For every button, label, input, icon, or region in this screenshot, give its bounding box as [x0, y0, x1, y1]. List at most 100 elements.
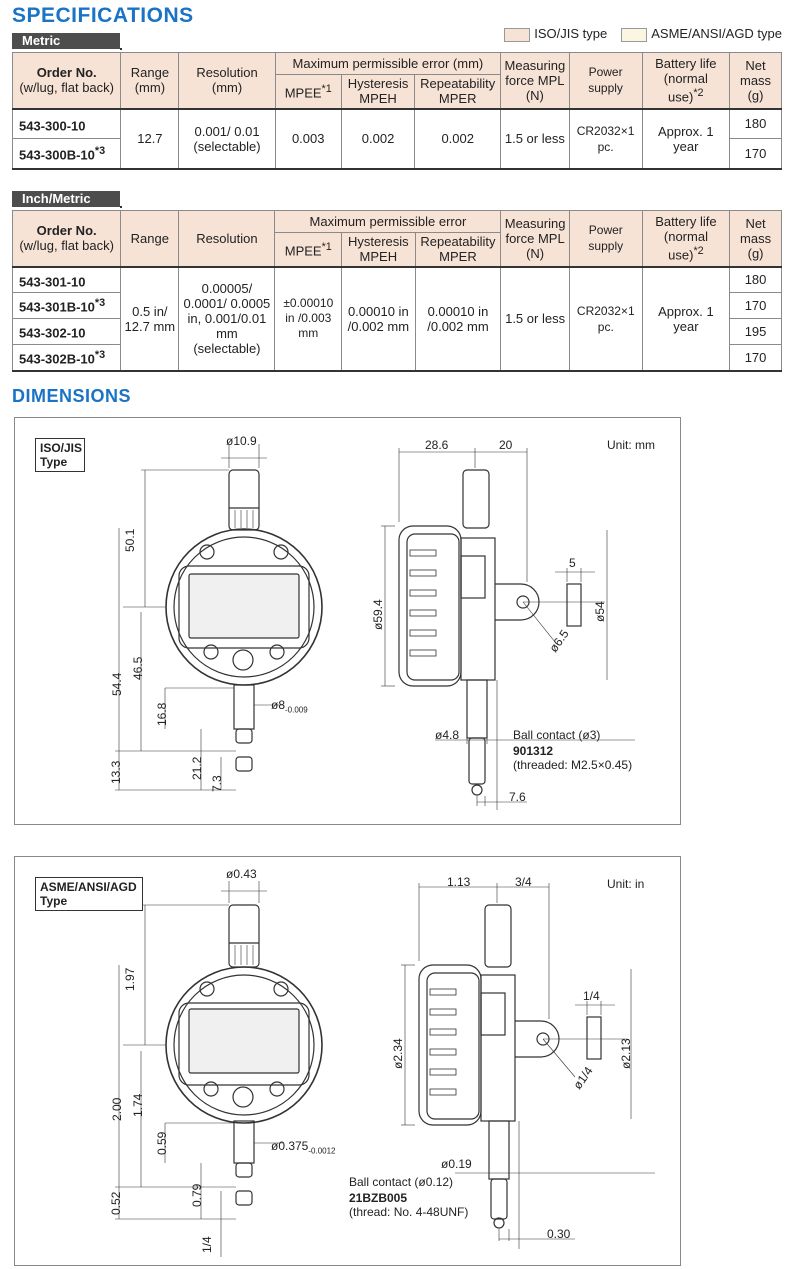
- mass-value: 180: [729, 107, 782, 139]
- dim-label: 3/4: [515, 875, 532, 889]
- dim-label: 1.97: [123, 967, 137, 991]
- order-no: 543-300-10: [11, 107, 122, 139]
- power-value: CR2032×1 pc.: [568, 265, 643, 371]
- hyst-value: 0.00010 in /0.002 mm: [341, 265, 416, 371]
- hdr-force: Measuring force MPL (N): [500, 52, 570, 109]
- metric-spec-table: Order No.(w/lug, flat back) Range(mm) Re…: [11, 52, 782, 170]
- dim-label: 1.74: [131, 1093, 145, 1117]
- hdr-power: Power supply: [568, 52, 643, 109]
- hdr-mpee: MPEE*1: [274, 232, 343, 267]
- rep-value: 0.002: [414, 107, 502, 169]
- range-value: 0.5 in/ 12.7 mm: [120, 265, 180, 371]
- part-number: 21BZB005: [349, 1191, 408, 1205]
- dim-label: ø2.13: [619, 1038, 633, 1069]
- rep-value: 0.00010 in /0.002 mm: [414, 265, 502, 371]
- hdr-mass: Net mass (g): [729, 52, 782, 109]
- legend-asme: ASME/ANSI/AGD type: [621, 26, 782, 42]
- dim-label: ø2.34: [391, 1038, 405, 1069]
- asme-dimension-drawing: ASME/ANSI/AGD Type Unit: in ø0.43 1.97 2…: [14, 856, 681, 1266]
- mpee-value: ±0.00010 in /0.003 mm: [274, 265, 343, 371]
- table-row: 543-300-10 12.7 0.001/ 0.01 (selectable)…: [11, 107, 782, 169]
- dim-label: 1.13: [447, 875, 471, 889]
- dim-label: 7.3: [210, 775, 224, 792]
- dim-label: 16.8: [155, 702, 169, 726]
- hdr-mpe: Maximum permissible error: [274, 210, 502, 233]
- iso-type-label: ISO/JIS Type: [35, 438, 85, 472]
- dim-label: Ball contact (ø3): [513, 728, 601, 742]
- dim-label: ø54: [593, 601, 607, 622]
- hdr-force: Measuring force MPL (N): [500, 210, 570, 267]
- hdr-mpe: Maximum permissible error (mm): [274, 52, 502, 75]
- table-row: 543-302B-10*3 170: [11, 344, 782, 371]
- metric-tab: Metric: [12, 33, 120, 49]
- dim-label: (threaded: M2.5×0.45): [513, 758, 633, 772]
- dim-label: 54.4: [110, 672, 124, 696]
- dim-label: 1/4: [200, 1236, 214, 1253]
- part-number: 901312: [513, 744, 554, 758]
- dim-label: 0.52: [109, 1191, 123, 1215]
- hdr-resolution: Resolution(mm): [178, 52, 276, 109]
- inch-tab: Inch/Metric: [12, 191, 120, 207]
- table-row: 543-302-10 195: [11, 318, 782, 345]
- dim-label: ø0.19: [441, 1157, 472, 1171]
- iso-drawing-svg: [115, 444, 635, 810]
- dimensions-heading: DIMENSIONS: [12, 386, 132, 406]
- asme-drawing-svg: [115, 881, 655, 1257]
- resolution-value: 0.00005/ 0.0001/ 0.0005 in, 0.001/0.01 m…: [178, 265, 276, 371]
- dim-label: ø8-0.009: [271, 698, 308, 715]
- dim-label: 28.6: [425, 438, 449, 452]
- dim-label: 50.1: [123, 528, 137, 552]
- dim-label: 0.59: [155, 1131, 169, 1155]
- hyst-value: 0.002: [340, 107, 416, 169]
- hdr-range: Range(mm): [120, 52, 180, 109]
- hdr-order: Order No.(w/lug, flat back): [11, 52, 122, 109]
- power-value: CR2032×1 pc.: [568, 107, 643, 169]
- iso-unit: Unit: mm: [607, 438, 655, 452]
- force-value: 1.5 or less: [500, 265, 570, 371]
- hdr-battery: Battery life (normal use)*2: [641, 210, 731, 267]
- table-row: 543-301B-10*3 170: [11, 292, 782, 319]
- dim-label: ø59.4: [371, 599, 385, 630]
- mass-value: 180: [729, 265, 782, 293]
- resolution-value: 0.001/ 0.01 (selectable): [178, 107, 276, 169]
- force-value: 1.5 or less: [500, 107, 570, 169]
- dim-label: ø4.8: [435, 728, 460, 742]
- mass-value: 170: [729, 138, 782, 169]
- hdr-order: Order No.(w/lug, flat back): [11, 210, 122, 267]
- dim-label: 20: [499, 438, 513, 452]
- table-row: 543-300B-10*3 170: [11, 138, 782, 169]
- range-value: 12.7: [120, 107, 180, 169]
- dim-label: Ball contact (ø0.12): [349, 1175, 454, 1189]
- dim-label: 0.79: [190, 1183, 204, 1207]
- dim-label: 2.00: [110, 1097, 124, 1121]
- hdr-mpee: MPEE*1: [274, 74, 342, 109]
- dim-label: ø10.9: [226, 434, 257, 448]
- asme-type-label: ASME/ANSI/AGD Type: [35, 877, 143, 911]
- order-no: 543-301-10: [11, 265, 122, 293]
- hdr-range: Range: [120, 210, 180, 267]
- iso-dimension-drawing: ISO/JIS Type Unit: mm ø10.9 50.1 54.4 46…: [14, 417, 681, 825]
- inch-spec-table: Order No.(w/lug, flat back) Range Resolu…: [11, 210, 782, 372]
- dim-label: 21.2: [190, 756, 204, 780]
- dim-label: ø0.43: [226, 867, 257, 881]
- dim-label: ø0.375-0.0012: [271, 1139, 336, 1156]
- hdr-mass: Net mass (g): [729, 210, 782, 267]
- table-row: 543-301-10 0.5 in/ 12.7 mm 0.00005/ 0.00…: [11, 265, 782, 371]
- dim-label: 46.5: [131, 656, 145, 680]
- mass-value: 170: [729, 344, 782, 371]
- legend-iso: ISO/JIS type: [504, 26, 607, 42]
- order-no: 543-301B-10*3: [11, 292, 122, 319]
- hdr-battery: Battery life (normal use)*2: [641, 52, 731, 109]
- hdr-power: Power supply: [568, 210, 643, 267]
- dim-label: 5: [569, 556, 576, 570]
- order-no: 543-302B-10*3: [11, 344, 122, 371]
- order-no: 543-302-10: [11, 318, 122, 345]
- hdr-resolution: Resolution: [178, 210, 276, 267]
- mass-value: 195: [729, 318, 782, 345]
- mpee-value: 0.003: [274, 107, 342, 169]
- dim-label: 7.6: [509, 790, 526, 804]
